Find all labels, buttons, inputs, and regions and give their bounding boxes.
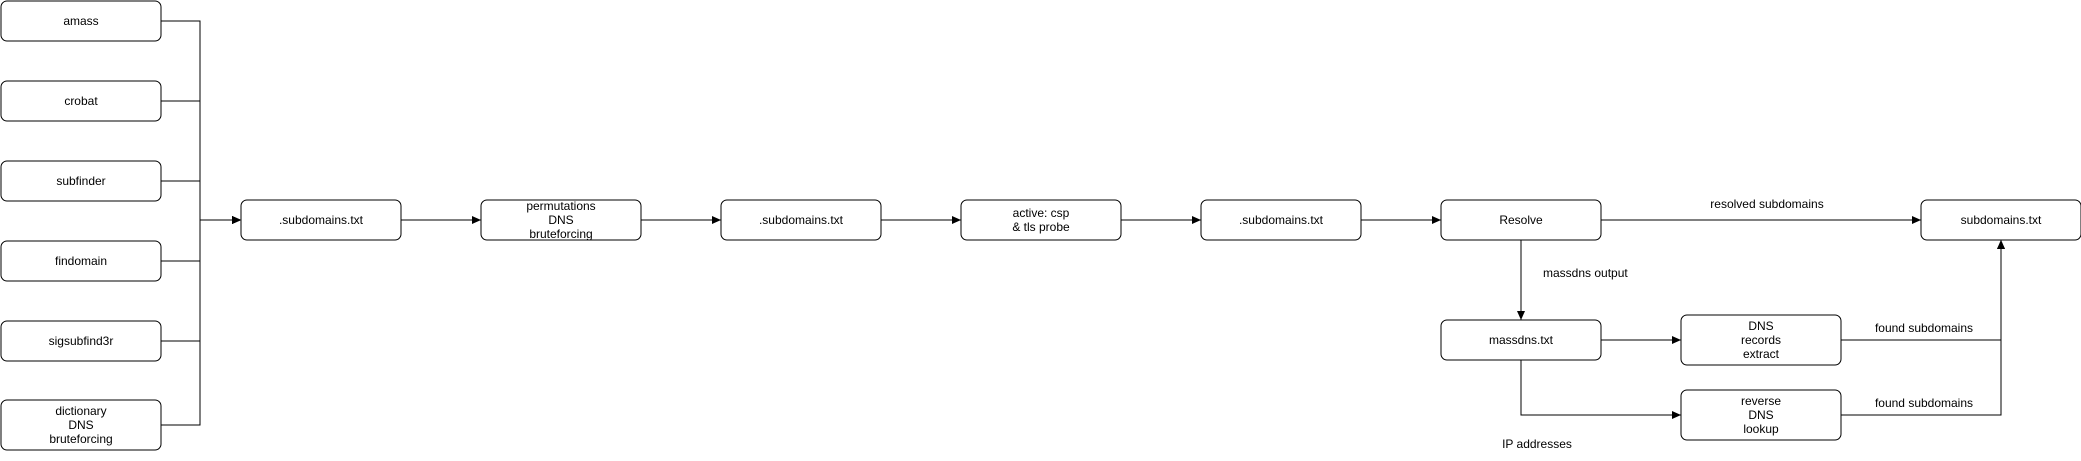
node-box-sigsubfind3r — [0, 320, 162, 362]
node-box-amass — [0, 0, 162, 42]
node-active-probe: active: csp& tls probe — [960, 199, 1122, 241]
node-box-subdomains-3 — [1200, 199, 1362, 241]
node-label-reverse-dns: reverse — [1741, 394, 1781, 408]
node-label-reverse-dns: DNS — [1748, 408, 1773, 422]
node-box-crobat — [0, 80, 162, 122]
edge-label-resolve-to-massdns: massdns output — [1543, 266, 1628, 280]
edge-amass-to-subdomains — [161, 20, 241, 224]
node-label-permutations: permutations — [526, 199, 595, 213]
node-label-subdomains-3: .subdomains.txt — [1239, 213, 1324, 227]
node-label-dict-brute: DNS — [68, 418, 93, 432]
node-box-massdns — [1440, 319, 1602, 361]
node-label-permutations: bruteforcing — [529, 227, 592, 241]
node-label-resolve: Resolve — [1499, 213, 1543, 227]
node-subfinder: subfinder — [0, 160, 162, 202]
node-label-reverse-dns: lookup — [1743, 422, 1779, 436]
node-subdomains-2: .subdomains.txt — [720, 199, 882, 241]
node-label-findomain: findomain — [55, 254, 107, 268]
node-final-subdomains: subdomains.txt — [1920, 199, 2081, 241]
edge-sigsubfind3r-to-subdomains — [161, 216, 241, 342]
edge-crobat-to-subdomains — [161, 100, 241, 224]
edge-label-reverse-to-final: found subdomains — [1875, 396, 1973, 410]
edge-label-resolve-to-final: resolved subdomains — [1710, 197, 1823, 211]
node-label-final-subdomains: subdomains.txt — [1961, 213, 2042, 227]
edge-findomain-to-subdomains — [161, 216, 241, 262]
node-box-final-subdomains — [1920, 199, 2081, 241]
node-label-permutations: DNS — [548, 213, 573, 227]
edge-label-records-to-final: found subdomains — [1875, 321, 1973, 335]
edge-massdns-to-reverse — [1520, 360, 1681, 419]
node-resolve: Resolve — [1440, 199, 1602, 241]
node-massdns: massdns.txt — [1440, 319, 1602, 361]
edge-subfinder-to-subdomains — [161, 180, 241, 224]
node-subdomains-3: .subdomains.txt — [1200, 199, 1362, 241]
node-label-dns-records: DNS — [1748, 319, 1773, 333]
node-label-sigsubfind3r: sigsubfind3r — [49, 334, 114, 348]
node-label-dict-brute: dictionary — [55, 404, 106, 418]
node-label-active-probe: & tls probe — [1012, 220, 1070, 234]
node-box-reverse-dns — [1680, 389, 1842, 441]
node-box-findomain — [0, 240, 162, 282]
node-label-amass: amass — [63, 14, 98, 28]
node-sigsubfind3r: sigsubfind3r — [0, 320, 162, 362]
node-label-massdns: massdns.txt — [1489, 333, 1554, 347]
node-box-dict-brute — [0, 399, 162, 451]
node-box-dns-records — [1680, 314, 1842, 366]
node-box-subdomains-2 — [720, 199, 882, 241]
node-label-dns-records: records — [1741, 333, 1781, 347]
node-box-subfinder — [0, 160, 162, 202]
node-subdomains-1: .subdomains.txt — [240, 199, 402, 241]
node-label-subfinder: subfinder — [56, 174, 105, 188]
node-box-active-probe — [960, 199, 1122, 241]
node-label-dns-records: extract — [1743, 347, 1780, 361]
edge-reverse-to-final — [1841, 240, 2005, 416]
edge-label-massdns-to-reverse: IP addresses — [1502, 437, 1572, 451]
node-label-subdomains-1: .subdomains.txt — [279, 213, 364, 227]
node-box-permutations — [480, 199, 642, 241]
node-label-active-probe: active: csp — [1013, 206, 1070, 220]
node-label-subdomains-2: .subdomains.txt — [759, 213, 844, 227]
node-box-resolve — [1440, 199, 1602, 241]
node-box-subdomains-1 — [240, 199, 402, 241]
node-findomain: findomain — [0, 240, 162, 282]
node-label-crobat: crobat — [64, 94, 98, 108]
edge-dict-to-subdomains — [161, 216, 241, 426]
node-amass: amass — [0, 0, 162, 42]
node-crobat: crobat — [0, 80, 162, 122]
node-label-dict-brute: bruteforcing — [49, 432, 112, 446]
